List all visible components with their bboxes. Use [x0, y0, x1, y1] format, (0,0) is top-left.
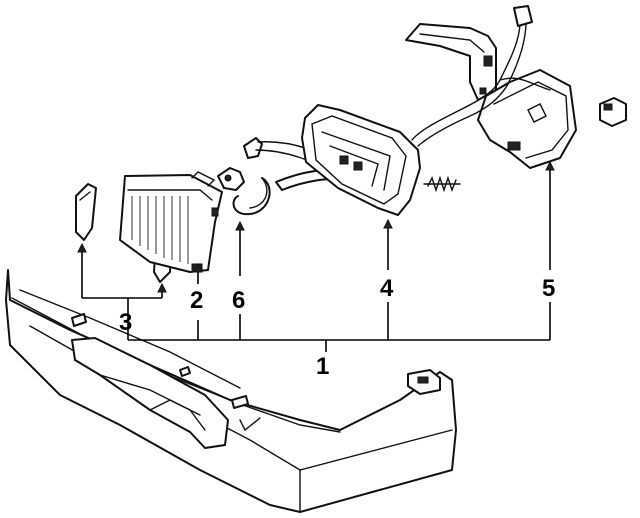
callout-1: 1	[316, 353, 329, 380]
callout-4: 4	[380, 275, 394, 302]
leader-lines	[81, 168, 551, 352]
bumper-cover	[5, 269, 457, 513]
callout-6: 6	[232, 287, 245, 314]
callout-2: 2	[190, 287, 203, 314]
callout-3: 3	[119, 309, 132, 336]
fog-lamp-lens	[119, 171, 223, 273]
retaining-ring	[232, 177, 271, 216]
callout-5: 5	[542, 275, 555, 302]
bulb	[217, 167, 245, 191]
fog-lamp-housing	[301, 104, 461, 216]
callout-labels: 1 2 3 4 5 6	[119, 275, 555, 380]
bracket-harness	[405, 5, 627, 169]
